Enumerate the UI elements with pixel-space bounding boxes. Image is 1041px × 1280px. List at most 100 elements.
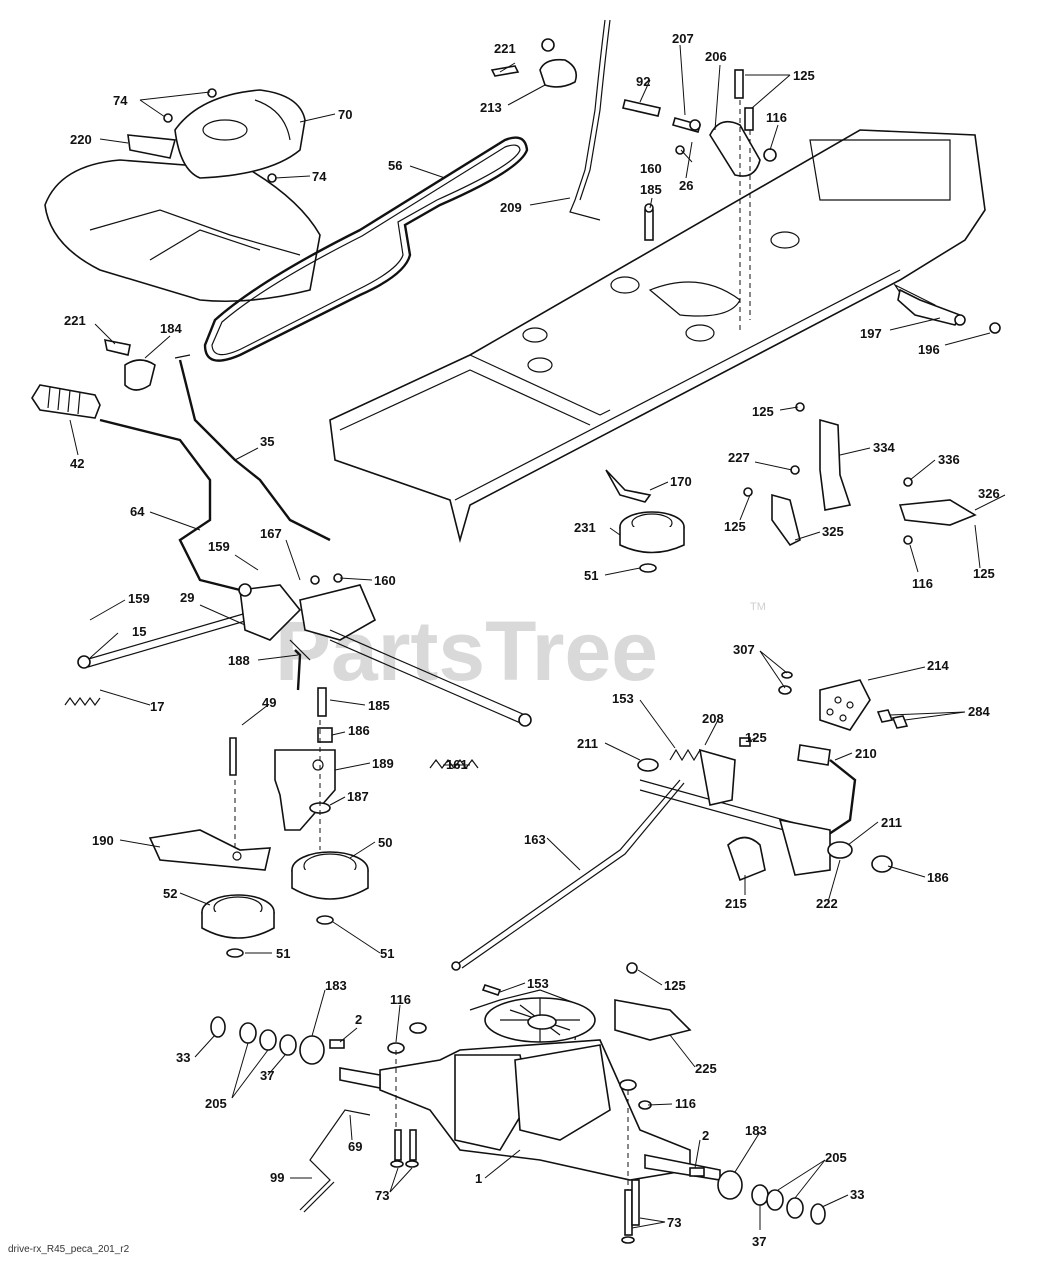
callout-label: 207: [672, 31, 694, 46]
callout-label: 125: [664, 978, 686, 993]
left-pedal-part: [31, 338, 156, 419]
callout-label: 225: [695, 1061, 717, 1076]
callout-label: 211: [577, 736, 598, 751]
callout-label: 1: [475, 1171, 482, 1186]
callout-label: 170: [670, 474, 692, 489]
callout-label: 92: [636, 74, 650, 89]
callout-label: 211: [881, 815, 902, 830]
callout-label: 50: [378, 835, 392, 850]
callout-label: 167: [260, 526, 282, 541]
side-bracket-part: [897, 288, 1001, 334]
callout-label: 222: [816, 896, 838, 911]
callout-label: 209: [500, 200, 522, 215]
callout-label: 183: [745, 1123, 767, 1138]
callout-label: 125: [793, 68, 815, 83]
callout-label: 284: [968, 704, 990, 719]
drive-belt-part: [203, 136, 529, 362]
callout-label: 160: [374, 573, 396, 588]
callout-label: 186: [348, 723, 370, 738]
callout-label: 210: [855, 746, 877, 761]
callout-label: 307: [733, 642, 755, 657]
callout-label: 51: [276, 946, 290, 961]
callout-label: 197: [860, 326, 882, 341]
callout-label: 73: [375, 1188, 389, 1203]
callout-label: 125: [973, 566, 995, 581]
pin-part: [644, 203, 654, 241]
right-pedal-part: [637, 671, 909, 882]
callout-label: 116: [912, 576, 933, 591]
callout-label: 33: [850, 1187, 864, 1202]
callout-label: 221: [494, 41, 516, 56]
callout-label: 185: [640, 182, 662, 197]
right-bracket-part: [743, 402, 977, 547]
callout-label: 116: [675, 1096, 696, 1111]
callout-label: 125: [745, 730, 767, 745]
callout-label: 64: [130, 504, 145, 519]
spring-part: [64, 696, 701, 769]
callout-label: 2: [702, 1128, 709, 1143]
callout-label: 35: [260, 434, 274, 449]
callout-label: 231: [574, 520, 596, 535]
callout-label: 184: [160, 321, 182, 336]
callout-label: 153: [612, 691, 634, 706]
callout-label: 188: [228, 653, 250, 668]
callout-label: 37: [260, 1068, 274, 1083]
leader-lines: [69, 44, 1006, 1230]
callout-label: 213: [480, 100, 502, 115]
pedal-rod-part: [99, 354, 331, 592]
callout-label: 208: [702, 711, 724, 726]
callout-label: 190: [92, 833, 114, 848]
callout-label: 153: [527, 976, 549, 991]
frame-part: [329, 129, 986, 544]
callout-label: 205: [825, 1150, 847, 1165]
callout-label: 186: [927, 870, 949, 885]
callout-label: 69: [348, 1139, 362, 1154]
callout-label: 325: [822, 524, 844, 539]
callout-label: 17: [150, 699, 164, 714]
callout-label: 227: [728, 450, 750, 465]
callout-label: 196: [918, 342, 940, 357]
callout-label: 125: [752, 404, 774, 419]
callout-label: 187: [347, 789, 369, 804]
callout-label: 215: [725, 896, 747, 911]
callout-label: 70: [338, 107, 352, 122]
callout-label: 74: [312, 169, 327, 184]
callout-label: 221: [64, 313, 86, 328]
callout-label: 74: [113, 93, 128, 108]
lever-assembly-part: [77, 573, 532, 727]
callout-label: 206: [705, 49, 727, 64]
callout-label: 163: [524, 832, 546, 847]
right-axle-hardware-part: [689, 1167, 826, 1225]
callouts: 221 207 206 125 74 92 213 70 116 220 160…: [64, 31, 1000, 1249]
shift-rod-part: [490, 19, 611, 221]
callout-label: 183: [325, 978, 347, 993]
callout-label: 116: [766, 110, 787, 125]
callout-label: 214: [927, 658, 949, 673]
pulley-part: [201, 469, 685, 958]
callout-label: 26: [679, 178, 693, 193]
bypass-rod-part: [299, 1109, 371, 1213]
footer-code: drive-rx_R45_peca_201_r2: [8, 1244, 130, 1255]
callout-label: 33: [176, 1050, 190, 1065]
callout-label: 161: [446, 757, 468, 772]
transaxle-part: [339, 961, 721, 1244]
callout-label: 2: [355, 1012, 362, 1027]
idler-bracket-part: [148, 687, 336, 871]
callout-label: 37: [752, 1234, 766, 1249]
callout-label: 49: [262, 695, 276, 710]
callout-label: 42: [70, 456, 84, 471]
callout-label: 52: [163, 886, 177, 901]
hood-panel-part: [44, 88, 321, 303]
callout-label: 189: [372, 756, 394, 771]
callout-label: 51: [380, 946, 394, 961]
callout-label: 73: [667, 1215, 681, 1230]
control-rod-part: [455, 779, 685, 969]
callout-label: 125: [724, 519, 746, 534]
callout-label: 99: [270, 1170, 284, 1185]
callout-label: 159: [208, 539, 230, 554]
callout-label: 326: [978, 486, 1000, 501]
callout-label: 51: [584, 568, 598, 583]
left-axle-hardware-part: [210, 1016, 345, 1065]
watermark-trademark: TM: [750, 601, 766, 613]
